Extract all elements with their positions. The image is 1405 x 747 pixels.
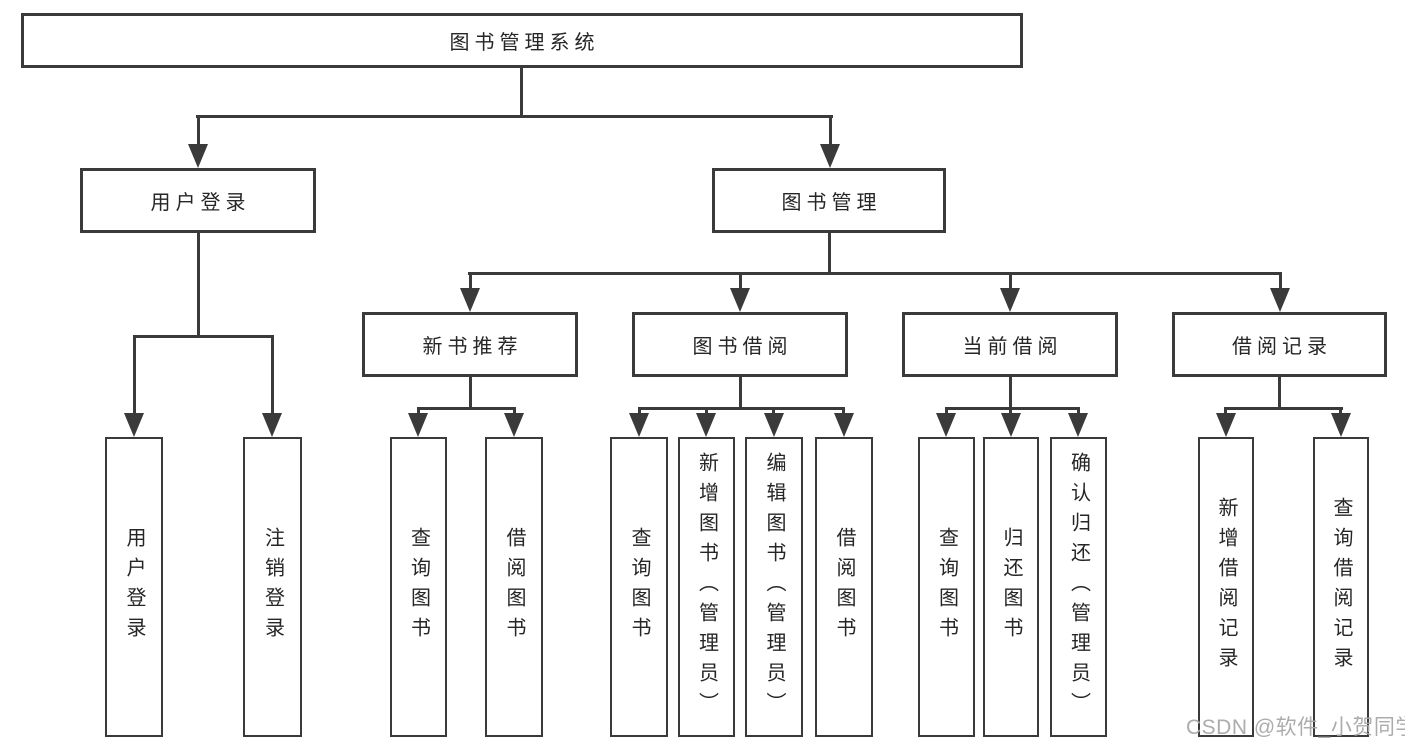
- connector-line: [469, 377, 472, 409]
- csdn-watermark: CSDN @软件_小贺同学: [1186, 716, 1405, 739]
- leaf-logout: 注销登录: [243, 437, 302, 737]
- leaf-borrowing-query-books: 查询图书: [610, 437, 668, 737]
- connector-line: [945, 407, 1080, 410]
- leaf-borrowing-add-books-admin: 新增图书（管理员）: [678, 437, 735, 737]
- connector-line: [739, 377, 742, 409]
- arrow-down-icon: [1068, 413, 1088, 437]
- node-new-book-recommend: 新书推荐: [362, 312, 578, 377]
- connector-line: [1009, 407, 1012, 417]
- arrow-down-icon: [460, 288, 480, 312]
- node-borrowing-records: 借阅记录: [1172, 312, 1387, 377]
- connector-line: [197, 115, 200, 146]
- leaf-current-query-books: 查询图书: [918, 437, 975, 737]
- connector-line: [520, 68, 523, 117]
- arrow-down-icon: [764, 413, 784, 437]
- leaf-recommend-query-books: 查询图书: [390, 437, 447, 737]
- leaf-records-add-record: 新增借阅记录: [1198, 437, 1254, 737]
- arrow-down-icon: [834, 413, 854, 437]
- connector-line: [1278, 377, 1281, 409]
- node-book-borrowing: 图书借阅: [632, 312, 848, 377]
- connector-line: [945, 407, 948, 417]
- arrow-down-icon: [1000, 288, 1020, 312]
- connector-line: [1009, 272, 1012, 292]
- connector-line: [1339, 407, 1342, 417]
- connector-line: [197, 233, 200, 337]
- connector-line: [196, 115, 833, 118]
- arrow-down-icon: [1331, 413, 1351, 437]
- arrow-down-icon: [1216, 413, 1236, 437]
- connector-line: [829, 115, 832, 146]
- connector-line: [1279, 272, 1282, 292]
- leaf-current-return-books: 归还图书: [983, 437, 1039, 737]
- node-current-borrowing: 当前借阅: [902, 312, 1118, 377]
- connector-line: [133, 335, 136, 415]
- connector-line: [705, 407, 708, 417]
- connector-line: [417, 407, 516, 410]
- arrow-down-icon: [408, 413, 428, 437]
- connector-line: [638, 407, 641, 417]
- connector-line: [271, 335, 274, 415]
- node-book-management: 图书管理: [712, 168, 946, 233]
- leaf-current-confirm-return-admin: 确认归还（管理员）: [1050, 437, 1107, 737]
- connector-line: [469, 272, 472, 292]
- node-library-system: 图书管理系统: [21, 13, 1023, 68]
- arrow-down-icon: [730, 288, 750, 312]
- arrow-down-icon: [629, 413, 649, 437]
- arrow-down-icon: [936, 413, 956, 437]
- connector-line: [417, 407, 420, 417]
- arrow-down-icon: [820, 144, 840, 168]
- arrow-down-icon: [188, 144, 208, 168]
- arrow-down-icon: [262, 413, 282, 437]
- connector-line: [828, 233, 831, 274]
- connector-line: [1077, 407, 1080, 417]
- connector-line: [1224, 407, 1227, 417]
- connector-line: [739, 272, 742, 292]
- connector-line: [133, 335, 274, 338]
- arrow-down-icon: [1001, 413, 1021, 437]
- leaf-user-login: 用户登录: [105, 437, 163, 737]
- arrow-down-icon: [1270, 288, 1290, 312]
- leaf-recommend-borrow-books: 借阅图书: [485, 437, 543, 737]
- connector-line: [1009, 377, 1012, 409]
- connector-line: [772, 407, 775, 417]
- arrow-down-icon: [504, 413, 524, 437]
- connector-line: [638, 407, 845, 410]
- leaf-borrowing-borrow-books: 借阅图书: [815, 437, 873, 737]
- connector-line: [1224, 407, 1343, 410]
- node-user-login: 用户登录: [80, 168, 316, 233]
- connector-line: [842, 407, 845, 417]
- connector-line: [468, 272, 1282, 275]
- arrow-down-icon: [124, 413, 144, 437]
- arrow-down-icon: [696, 413, 716, 437]
- connector-line: [513, 407, 516, 417]
- leaf-records-query-record: 查询借阅记录: [1313, 437, 1369, 737]
- leaf-borrowing-edit-books-admin: 编辑图书（管理员）: [745, 437, 803, 737]
